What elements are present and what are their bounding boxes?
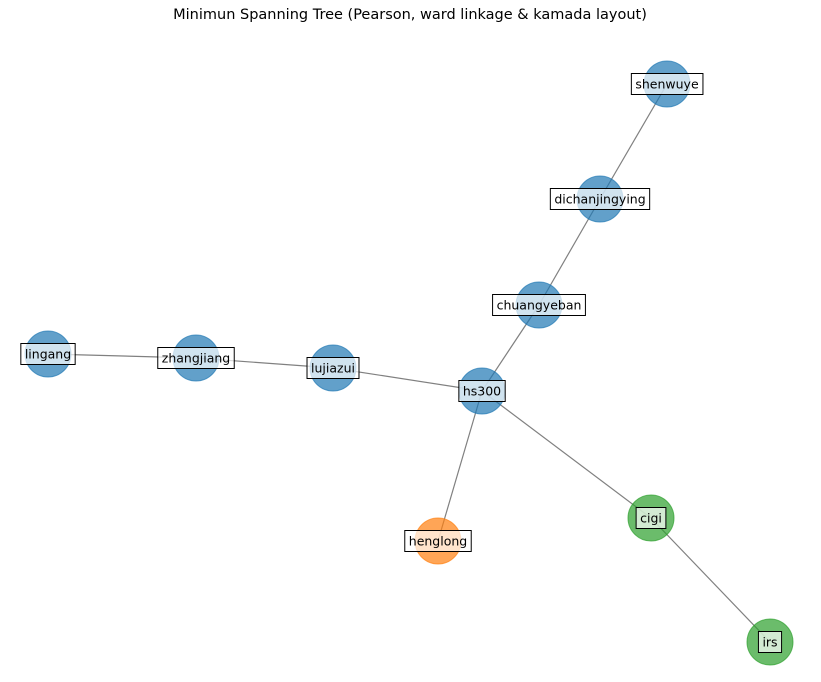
node-label-text: irs: [762, 635, 777, 650]
label-layer: shenwuye dichanjingying chuangyeban hs300 lu…: [20, 73, 783, 653]
figure-title: Minimun Spanning Tree (Pearson, ward lin…: [173, 7, 647, 23]
node-label-irs: irs: [757, 631, 783, 653]
node-label-shenwuye: shenwuye: [630, 73, 704, 95]
node-label-lujiazui: lujiazui: [306, 357, 360, 379]
node-label-zhangjiang: zhangjiang: [157, 347, 235, 369]
edge-hs300-henglong: [437, 390, 483, 542]
label-box: [492, 294, 586, 316]
node-label-text: hs300: [463, 384, 501, 399]
edge-hs300-cigi: [481, 390, 652, 519]
label-box: [630, 73, 704, 95]
label-box: [157, 347, 235, 369]
edge-layer: [47, 83, 771, 643]
label-box: [458, 380, 506, 402]
node-label-lingang: lingang: [20, 343, 76, 365]
node-label-text: cigi: [640, 511, 662, 526]
node-label-text: zhangjiang: [162, 351, 230, 366]
node-label-text: shenwuye: [635, 77, 699, 92]
node-label-hs300: hs300: [458, 380, 506, 402]
label-box: [757, 631, 783, 653]
node-label-dichanjingying: dichanjingying: [549, 188, 651, 210]
node-label-text: lujiazui: [311, 361, 355, 376]
edge-cigi-irs: [650, 517, 771, 643]
label-box: [404, 530, 472, 552]
node-label-cigi: cigi: [635, 507, 667, 529]
label-box: [306, 357, 360, 379]
label-box: [635, 507, 667, 529]
node-label-text: dichanjingying: [554, 192, 645, 207]
node-label-text: chuangyeban: [497, 298, 582, 313]
node-layer: [24, 60, 794, 666]
node-label-text: henglong: [409, 534, 467, 549]
label-box: [20, 343, 76, 365]
node-label-henglong: henglong: [404, 530, 472, 552]
node-label-chuangyeban: chuangyeban: [492, 294, 586, 316]
node-label-text: lingang: [25, 347, 71, 362]
label-box: [549, 188, 651, 210]
